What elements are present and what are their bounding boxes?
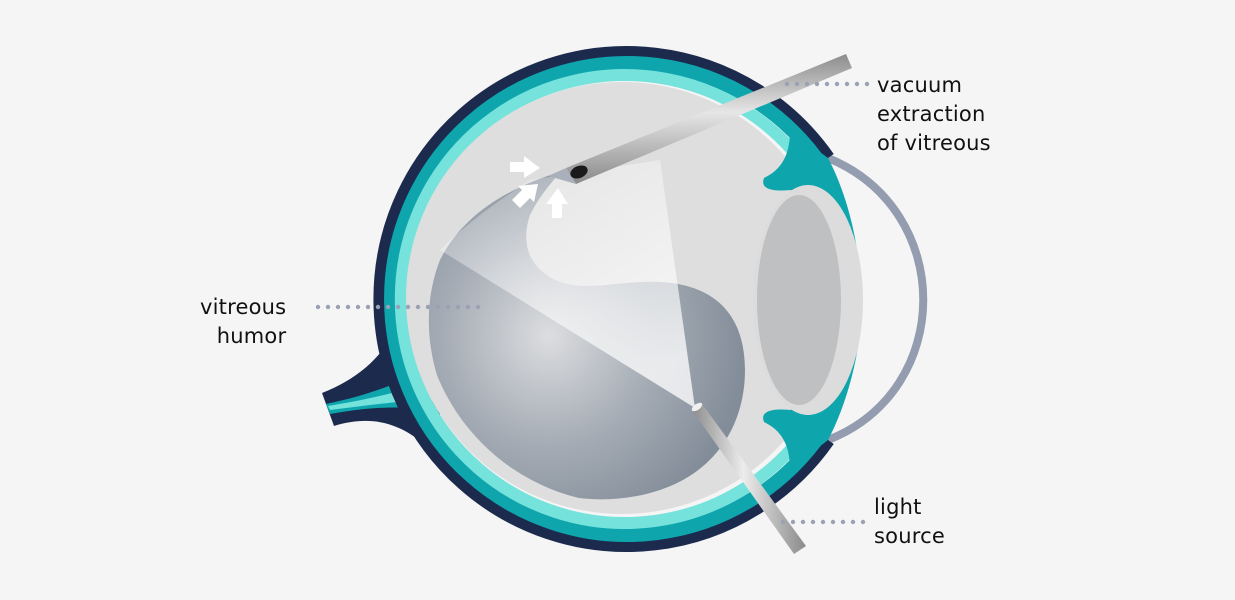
vacuum-leader bbox=[784, 81, 870, 87]
light-probe bbox=[691, 402, 806, 554]
choroid bbox=[384, 56, 828, 542]
label-line: vacuum bbox=[877, 73, 963, 97]
leader-lines bbox=[315, 81, 870, 525]
suction-arrows bbox=[510, 156, 568, 218]
label-vitreous-humor: vitreous humor bbox=[200, 293, 286, 351]
lens bbox=[757, 195, 841, 405]
label-line: humor bbox=[216, 324, 287, 348]
vacuum-probe bbox=[548, 54, 852, 184]
label-line: light bbox=[874, 495, 922, 519]
label-light-source: light source bbox=[874, 493, 945, 551]
light-leader bbox=[780, 519, 866, 525]
label-line: of vitreous bbox=[877, 131, 991, 155]
label-line: source bbox=[874, 524, 945, 548]
retina bbox=[394, 69, 818, 529]
light-beam bbox=[440, 160, 695, 408]
sclera bbox=[373, 46, 834, 552]
cornea bbox=[824, 154, 928, 444]
label-vacuum-extraction: vacuum extraction of vitreous bbox=[877, 71, 991, 158]
label-line: vitreous bbox=[200, 295, 287, 319]
label-line: extraction bbox=[877, 102, 986, 126]
vitreous-leader bbox=[315, 304, 481, 310]
